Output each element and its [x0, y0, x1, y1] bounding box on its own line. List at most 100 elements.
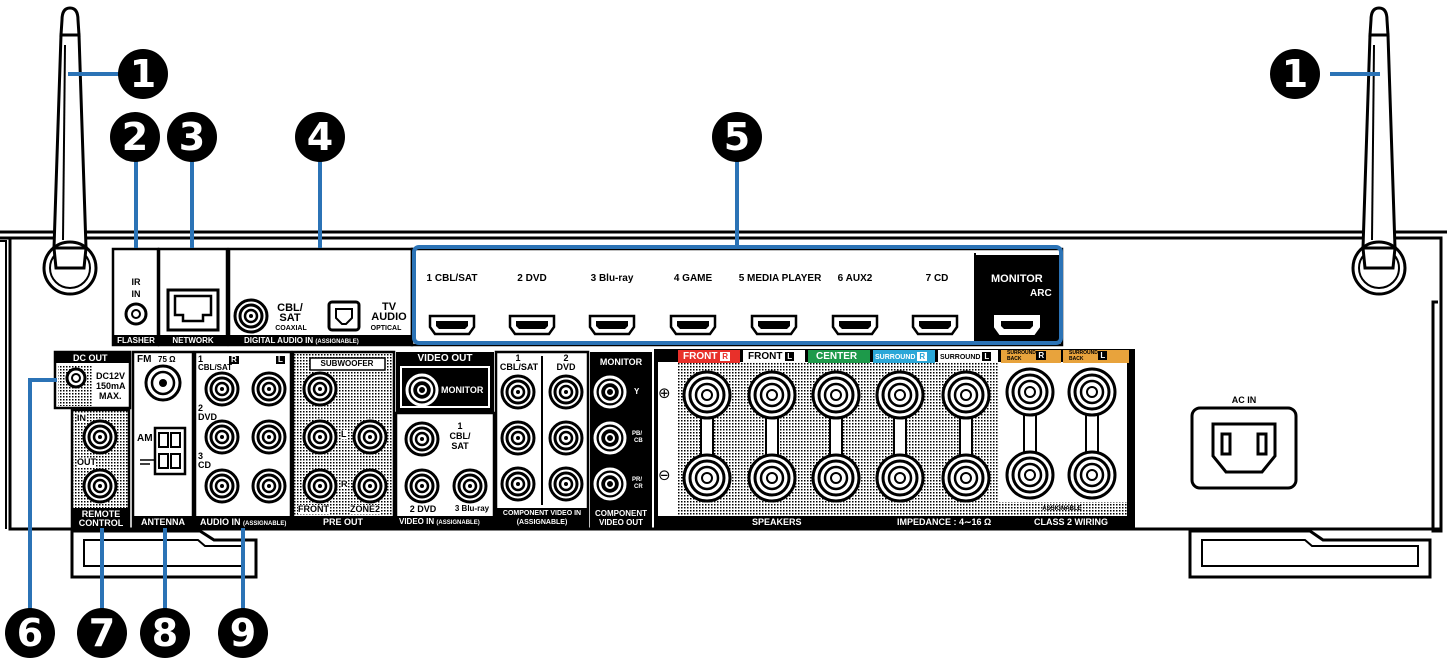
component-out-monitor: MONITOR [599, 357, 643, 367]
hdmi-monitor-label: MONITOR [991, 273, 1043, 285]
am-label: AM [137, 433, 153, 444]
callout-9: 9 [218, 608, 268, 658]
hdmi-input-label-7: 7 CD [925, 273, 949, 284]
component-out-jacks [593, 375, 627, 501]
speaker-label-front-l: FRONT L [743, 350, 805, 363]
speaker-front-l-text: FRONT [748, 351, 783, 362]
callout-6: 6 [5, 608, 55, 658]
speaker-plus-symbol: ⊕ [658, 384, 671, 402]
ac-in-label: AC IN [1231, 395, 1257, 405]
hdmi-input-label-4: 4 GAME [673, 273, 713, 284]
video-out-monitor-label: MONITOR [441, 385, 484, 395]
component-out-pr: PR/ [632, 477, 643, 483]
speaker-surround-back-l-side: L [1098, 351, 1108, 360]
remote-out-label: OUT [77, 457, 96, 467]
speaker-label-surround-back-l: SURROUND BACK L [1063, 350, 1129, 363]
speaker-surround-back-r [1005, 367, 1055, 500]
audio-in-title: AUDIO IN (ASSIGNABLE) [200, 517, 287, 528]
speaker-label-surround-back-r: SURROUND BACK R [1001, 350, 1061, 363]
callout-8: 8 [140, 608, 190, 658]
callout-2: 2 [110, 112, 160, 162]
digital-audio-in-assignable: (ASSIGNABLE) [315, 339, 359, 345]
audio-in-row1-label: CBL/SAT [198, 363, 233, 372]
video-in-2-label: 2 DVD [409, 504, 437, 514]
audio-in-row2-label: DVD [198, 412, 218, 422]
audio-in-title-text: AUDIO IN [200, 517, 241, 527]
network-port [166, 288, 220, 332]
flasher-label: FLASHER [117, 336, 155, 345]
pre-out-title: PRE OUT [322, 517, 364, 527]
callout-1-right: 1 [1270, 49, 1320, 99]
pre-out-l-badge: L [341, 429, 347, 439]
speaker-front-r-side: R [720, 352, 731, 361]
audio-in-row1-num: 1 [198, 354, 204, 364]
speaker-surround-back-l [1067, 367, 1117, 500]
coaxial-name-line2: SAT [279, 312, 301, 324]
callout-1-left: 1 [118, 49, 168, 99]
dc-out-line1: DC12V [96, 371, 126, 381]
speaker-front-r [682, 370, 732, 503]
video-out-title: VIDEO OUT [417, 353, 473, 364]
component-in-title: COMPONENT VIDEO IN [502, 510, 582, 517]
callout-4: 4 [295, 112, 345, 162]
speaker-front-l [747, 370, 797, 503]
network-label: NETWORK [172, 336, 214, 345]
fm-ohm-label: 75 Ω [158, 355, 176, 364]
component-out-title-2: VIDEO OUT [598, 518, 644, 527]
speaker-surround-l [941, 370, 991, 503]
hdmi-input-label-6: 6 AUX2 [837, 273, 873, 284]
component-out-title-1: COMPONENT [595, 509, 647, 518]
speaker-center [811, 370, 861, 503]
speaker-surround-back-l-text: SURROUND BACK [1069, 350, 1098, 362]
hdmi-input-label-5: 5 MEDIA PLAYER [738, 273, 822, 284]
component-in-1-label: CBL/SAT [499, 362, 539, 372]
callout-lines [28, 72, 1380, 610]
speaker-surround-back-r-side: R [1036, 351, 1047, 360]
callout-3: 3 [167, 112, 217, 162]
speakers-class2: CLASS 2 WIRING [1034, 517, 1109, 527]
remote-in-label: IN [77, 413, 86, 423]
video-in-1-num: 1 [457, 421, 463, 431]
audio-in-row3-num: 3 [198, 451, 204, 461]
callout-7: 7 [77, 608, 127, 658]
optical-jack [327, 300, 361, 332]
fm-label: FM [137, 354, 152, 365]
speaker-label-front-r: FRONT R [678, 350, 740, 363]
audio-in-assignable: (ASSIGNABLE) [243, 521, 287, 527]
speaker-center-text: CENTER [816, 351, 858, 362]
video-in-3-label: 3 Blu-ray [454, 504, 490, 513]
antenna-title: ANTENNA [141, 517, 185, 527]
hdmi-input-label-2: 2 DVD [517, 273, 547, 284]
remote-title-1: REMOTE [81, 509, 121, 519]
speaker-surround-l-side: L [982, 352, 992, 361]
hdmi-monitor-out [994, 315, 1040, 335]
hdmi-arc-label: ARC [1030, 288, 1052, 299]
digital-audio-in-title: DIGITAL AUDIO IN [244, 336, 314, 345]
speaker-surround-back-r-text: SURROUND BACK [1007, 350, 1036, 362]
component-in-2-num: 2 [563, 353, 569, 363]
optical-label: OPTICAL [370, 325, 402, 332]
coaxial-name-line1: CBL/ [277, 302, 303, 314]
component-in-1-num: 1 [515, 353, 521, 363]
speaker-label-surround-r: SURROUND R [873, 350, 935, 363]
subwoofer-label: SUBWOOFER [320, 359, 374, 368]
speaker-terminals [682, 367, 1117, 503]
am-antenna-terminal [140, 426, 187, 476]
video-in-assignable: (ASSIGNABLE) [436, 520, 480, 526]
video-in-1-cbl: CBL/ [449, 431, 471, 441]
speaker-surround-l-text: SURROUND [940, 354, 981, 361]
tv-label: TV [381, 301, 397, 313]
ir-flasher-jack [124, 302, 148, 326]
dc-out-title: DC OUT [73, 353, 108, 363]
speaker-surround-r [875, 370, 925, 503]
fm-antenna-jack [144, 364, 182, 402]
component-in-assignable: (ASSIGNABLE) [516, 519, 568, 526]
digital-audio-in-label: DIGITAL AUDIO IN (ASSIGNABLE) [244, 336, 359, 346]
ir-in-label: IN [131, 289, 141, 299]
speaker-front-l-side: L [785, 352, 795, 361]
speakers-title: SPEAKERS [752, 517, 802, 527]
audio-in-l-badge: L [276, 355, 285, 364]
coaxial-jack [233, 298, 269, 334]
